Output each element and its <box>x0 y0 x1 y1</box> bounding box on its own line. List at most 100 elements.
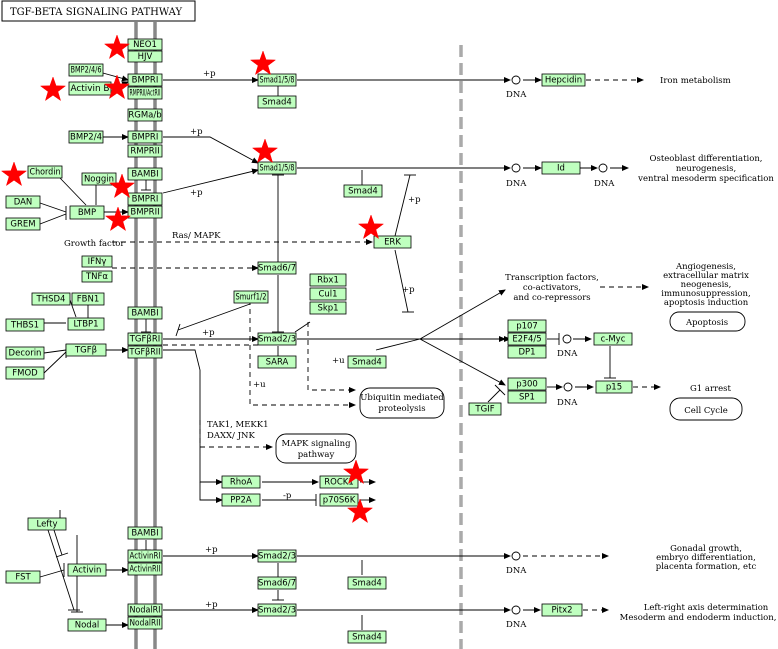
gene-id[interactable]: Id <box>541 161 581 175</box>
gene-sara[interactable]: SARA <box>257 355 297 369</box>
gene-smad4-1[interactable]: Smad4 <box>257 95 297 109</box>
svg-text:+u: +u <box>253 380 266 390</box>
gene-smurf[interactable]: Smurf1/2 <box>233 290 269 304</box>
gene-tgif[interactable]: TGIF <box>468 402 502 416</box>
gene-smad67-2[interactable]: Smad6/7 <box>257 576 297 590</box>
gene-decorin[interactable]: Decorin <box>5 346 45 360</box>
gene-nodalri[interactable]: NodalRI <box>127 603 163 617</box>
mapk-pathway-box[interactable]: MAPK signaling pathway <box>275 433 357 464</box>
gene-thsd4[interactable]: THSD4 <box>31 292 71 306</box>
gene-label: BMP2/4 <box>70 133 102 143</box>
gene-label: Smad1/5/8 <box>260 76 295 86</box>
svg-text:+p: +p <box>205 545 218 555</box>
gene-pitx2[interactable]: Pitx2 <box>541 603 583 617</box>
gene-bmprii-3[interactable]: BMPRII <box>127 205 163 219</box>
gene-ifng[interactable]: IFNγ <box>81 255 113 268</box>
gene-erk[interactable]: ERK <box>373 235 412 249</box>
gene-rhoa[interactable]: RhoA <box>221 475 261 489</box>
gene-smad4-5[interactable]: Smad4 <box>347 630 387 644</box>
gene-cul1[interactable]: Cul1 <box>309 287 347 301</box>
gene-bambi-3[interactable]: BAMBI <box>127 526 163 540</box>
svg-text:DNA: DNA <box>594 179 615 189</box>
gene-dp1[interactable]: DP1 <box>507 345 547 359</box>
gene-bmpri-3[interactable]: BMPRI <box>127 192 163 206</box>
gene-fmod[interactable]: FMOD <box>5 366 45 380</box>
gene-label: RGMa/b <box>128 111 161 121</box>
gene-activin[interactable]: Activin <box>67 563 107 577</box>
gene-rmprii-1[interactable]: RMPRII/ActRII <box>127 86 163 100</box>
gene-hjv[interactable]: HJV <box>127 50 163 63</box>
gene-grem[interactable]: GREM <box>5 217 41 231</box>
gene-p300[interactable]: p300 <box>507 377 547 391</box>
svg-text:MAPK signaling: MAPK signaling <box>281 439 351 449</box>
gene-ltbp1[interactable]: LTBP1 <box>67 317 105 331</box>
gene-bmp246[interactable]: BMP2/4/6 <box>68 63 104 77</box>
gene-p107[interactable]: p107 <box>507 319 547 333</box>
gene-smad23-2[interactable]: Smad2/3 <box>257 549 297 563</box>
gene-label: TGIF <box>474 405 494 415</box>
gene-nodalrii[interactable]: NodalRII <box>127 616 163 630</box>
gene-label: TGFβ <box>74 346 97 356</box>
gene-label: Activin <box>73 566 102 576</box>
gene-bambi-2[interactable]: BAMBI <box>127 306 163 320</box>
gene-smad67-1[interactable]: Smad6/7 <box>257 261 297 275</box>
svg-text:neurogenesis,: neurogenesis, <box>676 164 736 174</box>
gene-rmprii-2[interactable]: RMPRII <box>127 144 163 158</box>
svg-text:embryo differentiation,: embryo differentiation, <box>656 553 756 563</box>
gene-tnfa[interactable]: TNFα <box>81 270 113 283</box>
gene-fst[interactable]: FST <box>5 570 41 584</box>
gene-activinrii[interactable]: ActivinRII <box>127 562 163 576</box>
gene-cmyc[interactable]: c-Myc <box>593 332 633 346</box>
gene-smad4-4[interactable]: Smad4 <box>347 576 387 590</box>
gene-noggin[interactable]: Noggin <box>81 172 117 186</box>
gene-label: TGFβRII <box>129 348 161 358</box>
gene-activinri[interactable]: ActivinRI <box>127 549 163 563</box>
gene-smad4-2[interactable]: Smad4 <box>343 184 383 198</box>
gene-sp1[interactable]: SP1 <box>507 390 547 404</box>
gene-tgfbrii[interactable]: TGFβRII <box>127 345 163 359</box>
gene-rock1[interactable]: ROCK1 <box>319 475 359 489</box>
gene-nodal[interactable]: Nodal <box>67 618 107 632</box>
gene-label: FMOD <box>12 369 38 379</box>
gene-label: Cul1 <box>318 290 337 300</box>
gene-bmp[interactable]: BMP <box>69 205 105 220</box>
gene-label: Chordin <box>30 168 61 178</box>
svg-text:G1 arrest: G1 arrest <box>690 384 731 394</box>
gene-bmp24[interactable]: BMP2/4 <box>68 130 104 144</box>
gene-label: Smad4 <box>348 187 378 197</box>
gene-label: Pitx2 <box>551 606 572 616</box>
gene-bmpri-1[interactable]: BMPRI <box>127 73 163 87</box>
gene-bambi-1[interactable]: BAMBI <box>127 167 163 181</box>
gene-smad4-3[interactable]: Smad4 <box>347 355 387 369</box>
gene-smad158-1[interactable]: Smad1/5/8 <box>257 73 297 87</box>
gene-fbn1[interactable]: FBN1 <box>71 292 105 306</box>
svg-text:DNA: DNA <box>557 398 578 408</box>
gene-smad158-2[interactable]: Smad1/5/8 <box>257 161 297 175</box>
cell-cycle-box[interactable]: Cell Cycle <box>669 397 743 421</box>
outcomes: Iron metabolism Osteoblast differentiati… <box>505 76 778 623</box>
gene-rgma[interactable]: RGMa/b <box>127 108 163 122</box>
gene-lefty[interactable]: Lefty <box>27 517 67 531</box>
gene-p70s6k[interactable]: p70S6K <box>319 493 359 507</box>
gene-p15[interactable]: p15 <box>595 380 633 394</box>
gene-thbs1[interactable]: THBS1 <box>5 318 45 332</box>
gene-rbx1[interactable]: Rbx1 <box>309 273 347 287</box>
gene-bmpri-2[interactable]: BMPRI <box>127 130 163 144</box>
gene-tgfbri[interactable]: TGFβRI <box>127 332 163 346</box>
ubiquitin-box[interactable]: Ubiquitin mediated proteolysis <box>359 387 445 419</box>
gene-tgfb[interactable]: TGFβ <box>65 343 107 357</box>
gene-label: Nodal <box>75 621 100 631</box>
gene-smad23-1[interactable]: Smad2/3 <box>257 332 297 346</box>
gene-dan[interactable]: DAN <box>5 195 41 209</box>
gene-neo1[interactable]: NEO1 <box>127 38 163 51</box>
gene-skp1[interactable]: Skp1 <box>309 301 347 315</box>
gene-smad23-3[interactable]: Smad2/3 <box>257 603 297 617</box>
gene-hepcidin[interactable]: Hepcidin <box>541 73 586 87</box>
apoptosis-box[interactable]: Apoptosis <box>669 311 746 332</box>
gene-e2f45[interactable]: E2F4/5 <box>507 332 547 346</box>
gene-label: ActivinRI <box>130 552 161 562</box>
gene-chordin[interactable]: Chordin <box>27 165 63 179</box>
gene-label: Smad4 <box>352 358 382 368</box>
gene-pp2a[interactable]: PP2A <box>221 493 261 507</box>
